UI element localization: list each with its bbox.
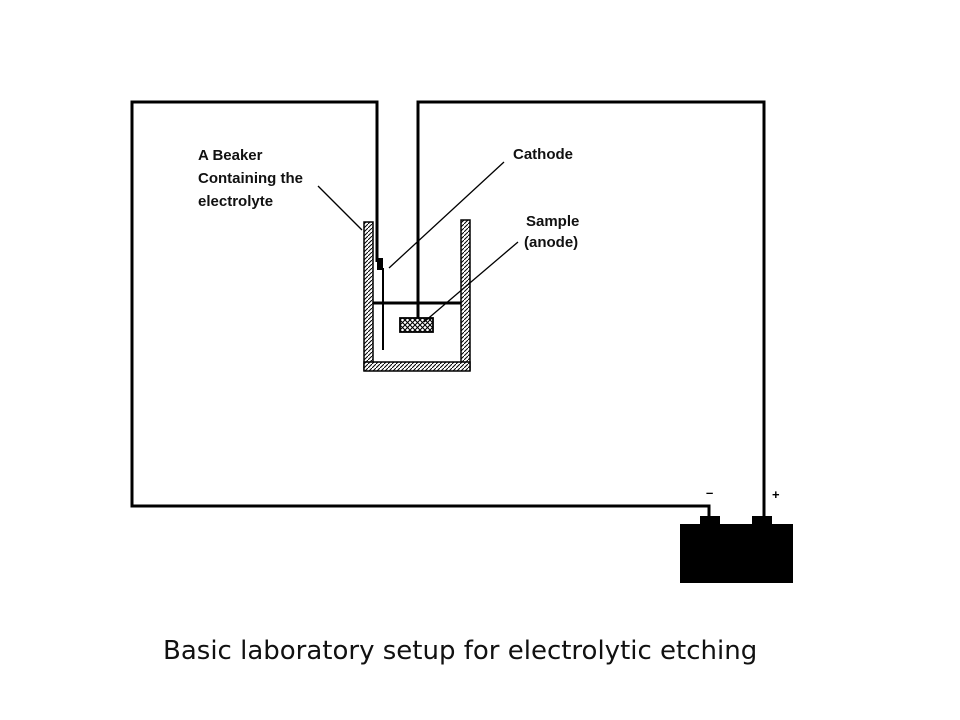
beaker-label-line1: A Beaker: [198, 147, 263, 164]
circuit-wires: [130, 100, 766, 518]
beaker-bottom: [363, 361, 471, 372]
sample-anode: [399, 317, 434, 333]
cathode-rod: [377, 258, 384, 350]
beaker-left-wall: [363, 221, 374, 371]
battery: – +: [680, 485, 793, 583]
cathode-wire: [130, 100, 711, 518]
sample-pointer: [423, 241, 519, 323]
battery-positive-sign: +: [772, 487, 780, 502]
beaker-label-line2: Containing the: [198, 170, 303, 187]
diagram-caption: Basic laboratory setup for electrolytic …: [163, 636, 757, 666]
battery-positive-terminal: [752, 516, 772, 526]
battery-negative-sign: –: [706, 485, 713, 500]
beaker-label-line3: electrolyte: [198, 193, 273, 210]
beaker-pointer: [317, 185, 363, 231]
battery-negative-terminal: [700, 516, 720, 526]
beaker: [363, 219, 471, 372]
battery-body: [680, 524, 793, 583]
cathode-label: Cathode: [513, 146, 573, 163]
beaker-right-wall: [460, 219, 471, 371]
cathode-pointer: [388, 161, 505, 269]
anode-wire: [416, 100, 766, 518]
sample-label-line1: Sample: [526, 213, 579, 230]
sample-label-line2: (anode): [524, 234, 578, 251]
